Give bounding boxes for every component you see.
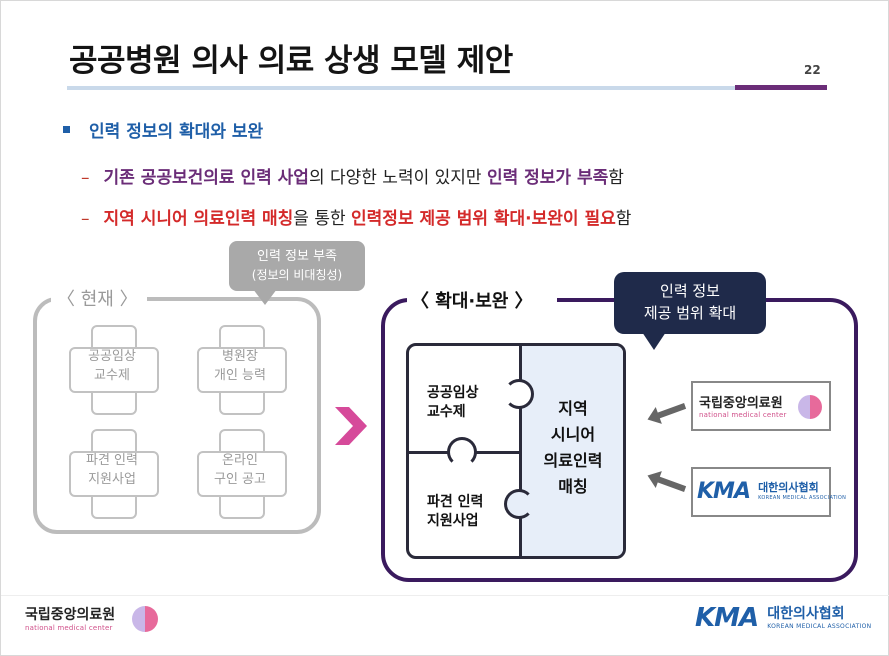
sub2-text-b: 을 통한 (293, 209, 352, 229)
callout-line1: 인력 정보 부족 (256, 249, 338, 264)
sub1-highlight-c: 인력 정보가 부족 (486, 168, 609, 188)
sub1-text-b: 의 다양한 노력이 있지만 (308, 168, 487, 188)
dash-marker: – (81, 209, 90, 229)
puzzle-right-piece (519, 346, 623, 556)
dash-marker: – (81, 168, 90, 188)
expand-scope-callout: 인력 정보 제공 범위 확대 (614, 272, 766, 350)
sub-point-2: –지역 시니어 의료인력 매칭을 통한 인력정보 제공 범위 확대·보완이 필요… (81, 204, 631, 229)
callout-line2: 제공 범위 확대 (643, 304, 737, 322)
current-item-line1: 온라인 (222, 453, 258, 468)
footer-nmc-logo: 국립중앙의료원 national medical center (25, 607, 116, 632)
current-item-line1: 공공임상 (88, 349, 136, 364)
footer-kma-logo: KMA 대한의사협회 KOREAN MEDICAL ASSOCIATION (695, 603, 872, 633)
puzzle-knob (504, 379, 534, 409)
sub1-text-d: 함 (608, 168, 624, 188)
nmc-logo: 국립중앙의료원 national medical center (699, 396, 787, 419)
current-state-label: 〈 현재 〉 (57, 289, 138, 310)
sub2-text-d: 함 (615, 209, 632, 229)
nmc-emblem-icon (798, 395, 822, 419)
title-underline-accent (735, 85, 827, 90)
current-item-line2: 지원사업 (88, 472, 136, 487)
kma-logo: KMA 대한의사협회 KOREAN MEDICAL ASSOCIATION (697, 479, 847, 504)
slide-title: 공공병원 의사 의료 상생 모델 제안 (69, 43, 513, 79)
title-underline (67, 86, 735, 90)
bullet-square-icon (63, 126, 70, 133)
kma-logo-box: KMA 대한의사협회 KOREAN MEDICAL ASSOCIATION (691, 467, 846, 517)
sub-point-1: –기존 공공보건의료 인력 사업의 다양한 노력이 있지만 인력 정보가 부족함 (81, 163, 624, 188)
callout-line2: (정보의 비대칭성) (251, 268, 343, 282)
puzzle-knob (447, 437, 477, 467)
puzzle-knob (504, 489, 534, 519)
bullet-heading: 인력 정보의 확대와 보완 (89, 122, 264, 142)
sub2-highlight-a: 지역 시니어 의료인력 매칭 (103, 209, 294, 229)
sub1-highlight-a: 기존 공공보건의료 인력 사업 (103, 168, 309, 188)
chevron-right-icon (335, 407, 367, 445)
sub2-highlight-c: 인력정보 제공 범위 확대·보완이 필요 (351, 209, 616, 229)
current-item-line2: 구인 공고 (214, 472, 266, 487)
page-number: 22 (804, 63, 821, 77)
current-item-line2: 개인 능력 (214, 368, 266, 383)
nmc-logo-box: 국립중앙의료원 national medical center (691, 381, 831, 431)
current-item-line2: 교수제 (94, 368, 130, 383)
current-item-line1: 파견 인력 (86, 453, 138, 468)
current-item-line1: 병원장 (222, 349, 258, 364)
current-state-panel (33, 297, 321, 534)
expansion-label: 〈 확대·보완 〉 (411, 291, 533, 312)
footer-nmc-emblem-icon (132, 606, 158, 632)
info-shortage-callout: 인력 정보 부족 (정보의 비대칭성) (229, 241, 365, 305)
callout-line1: 인력 정보 (660, 282, 720, 300)
